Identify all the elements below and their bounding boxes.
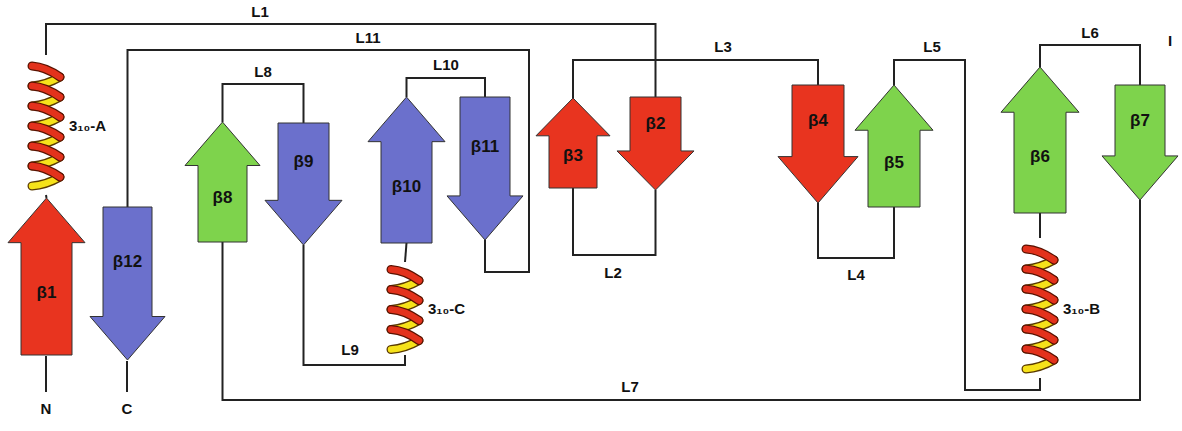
loop-label: L9 — [339, 342, 361, 357]
strand-label: β4 — [808, 112, 828, 129]
loop-connector — [223, 200, 1141, 400]
strand-label: β3 — [563, 147, 583, 164]
beta-strand-arrow: β2 — [617, 97, 694, 190]
helix-label: 3₁₀-B — [1063, 301, 1100, 316]
helix-coil: 3₁₀-A — [28, 55, 108, 195]
beta-strand-arrow: β9 — [265, 123, 342, 245]
c-terminus-line — [126, 361, 128, 392]
loop-connector — [46, 24, 656, 97]
beta-strand-arrow: β7 — [1102, 85, 1178, 200]
strand-arrow-shape — [447, 97, 523, 240]
loop-connector — [405, 243, 407, 262]
terminus-label: N — [39, 401, 54, 416]
strand-label: β8 — [213, 189, 233, 206]
helix-label: 3₁₀-A — [69, 118, 106, 133]
strand-arrow-shape — [1001, 67, 1079, 213]
loop-connector — [573, 60, 818, 98]
strand-label: β2 — [646, 115, 666, 132]
loop-label: L10 — [431, 57, 461, 72]
loop-connector — [128, 50, 530, 272]
n-terminus-line — [45, 356, 47, 392]
strand-arrow-shape — [778, 85, 858, 203]
strand-label: β5 — [884, 154, 904, 171]
strand-label: β10 — [392, 178, 421, 195]
loop-label: L1 — [249, 4, 271, 19]
helix-coil: 3₁₀-B — [1022, 238, 1102, 378]
beta-strand-arrow: β8 — [185, 122, 260, 242]
strand-arrow-shape — [8, 198, 85, 355]
terminus-label: C — [120, 401, 135, 416]
strand-arrow-shape — [617, 97, 694, 190]
loop-connector — [818, 203, 894, 258]
strand-arrow-shape — [1102, 85, 1178, 200]
helix-coil: 3₁₀-C — [387, 262, 467, 355]
loop-label: L7 — [619, 379, 641, 394]
helix-shape — [387, 262, 423, 355]
beta-strand-arrow: β12 — [90, 207, 165, 360]
beta-strand-arrow: β4 — [778, 85, 858, 203]
loop-connector — [223, 84, 304, 123]
loop-connector — [573, 188, 656, 255]
strand-label: β12 — [113, 253, 142, 270]
beta-strand-arrow: β5 — [855, 85, 933, 207]
loop-label: L3 — [712, 39, 734, 54]
strand-arrow-shape — [855, 85, 933, 207]
helix-shape — [28, 55, 64, 195]
beta-strand-arrow: β3 — [536, 98, 610, 188]
loop-label: L8 — [252, 64, 274, 79]
strand-arrow-shape — [536, 98, 610, 188]
strand-arrow-shape — [90, 207, 165, 360]
loop-label: L11 — [353, 30, 382, 45]
strand-arrow-shape — [265, 123, 342, 245]
strand-arrow-shape — [368, 97, 445, 243]
beta-strand-arrow: β6 — [1001, 67, 1079, 213]
strand-arrow-shape — [185, 122, 260, 242]
beta-strand-arrow: β11 — [447, 97, 523, 240]
strand-label: β7 — [1130, 112, 1150, 129]
strand-label: β6 — [1030, 148, 1050, 165]
loop-label: L4 — [845, 267, 867, 282]
loop-label: L6 — [1079, 25, 1101, 40]
loop-label: L2 — [602, 265, 624, 280]
loop-label: L5 — [921, 39, 943, 54]
strand-label: β9 — [294, 153, 314, 170]
helix-shape — [1022, 238, 1058, 378]
loop-connector — [1039, 213, 1041, 238]
strand-label: β11 — [471, 138, 499, 155]
terminus-label: I — [1166, 33, 1174, 48]
beta-strand-arrow: β10 — [368, 97, 445, 243]
loop-connector — [1040, 45, 1140, 85]
helix-label: 3₁₀-C — [428, 301, 465, 316]
beta-strand-arrow: β1 — [8, 198, 85, 355]
loop-connector — [407, 78, 486, 97]
strand-label: β1 — [37, 284, 57, 301]
